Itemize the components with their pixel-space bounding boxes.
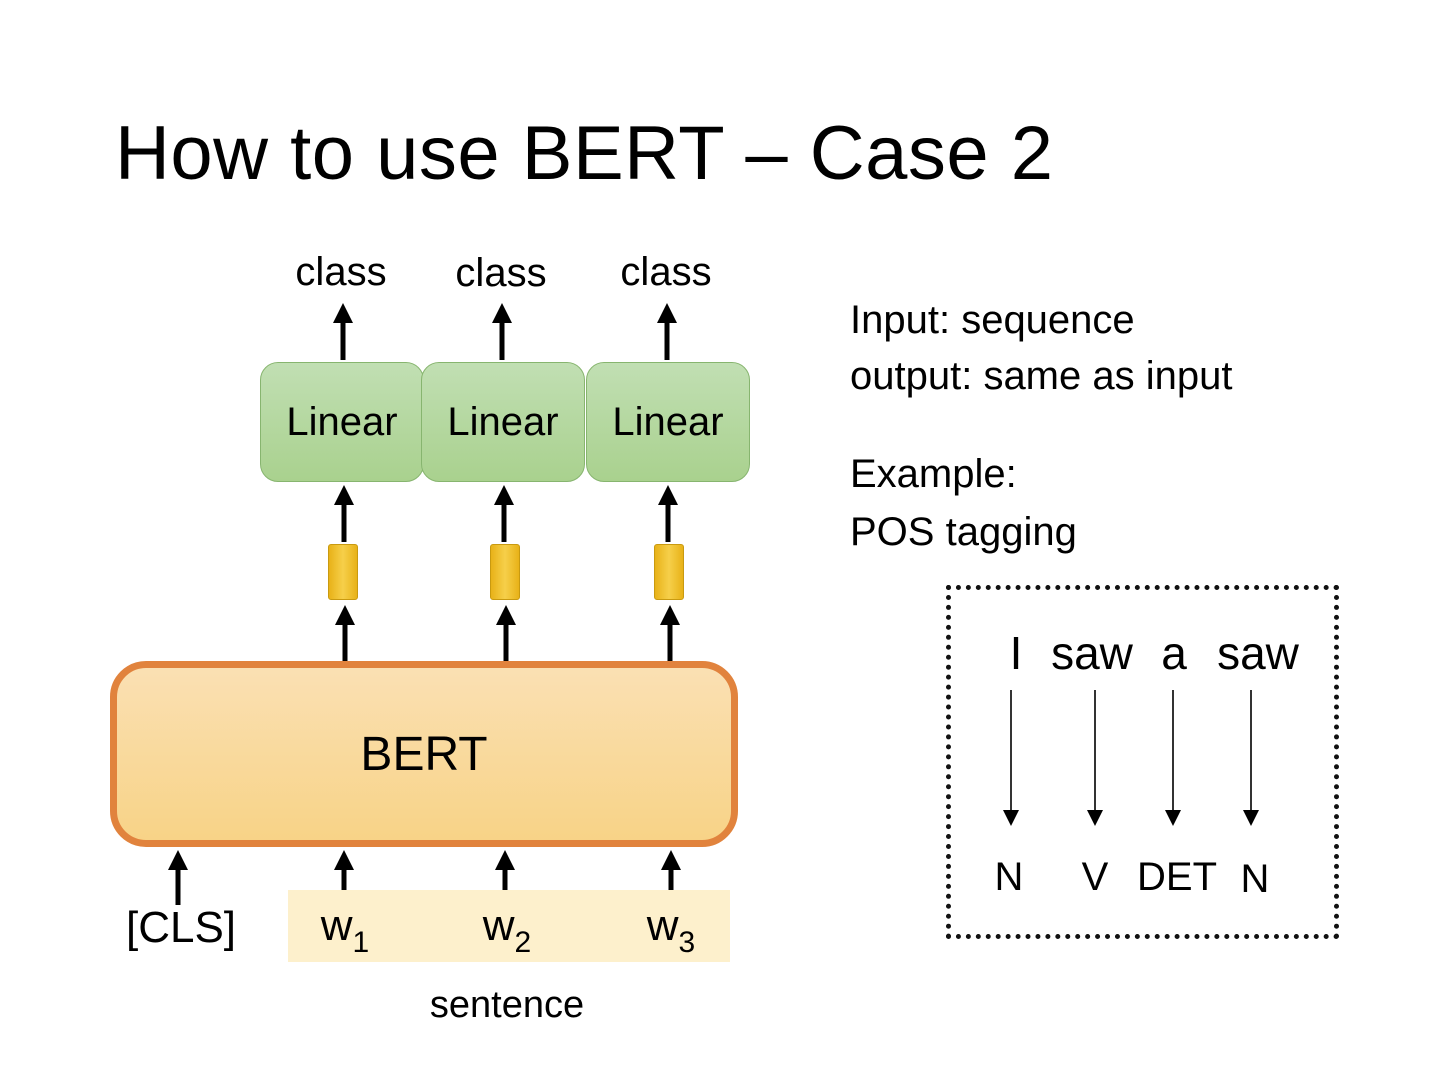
class-label-2: class <box>455 251 547 295</box>
linear-label: Linear <box>612 399 724 444</box>
token-base: w <box>320 901 353 950</box>
pos-tag-4: N <box>1240 857 1270 901</box>
output-description: output: same as input <box>850 354 1233 398</box>
input-description: Input: sequence <box>850 298 1135 342</box>
class-label-3: class <box>620 250 712 294</box>
linear-label: Linear <box>447 399 559 444</box>
linear-layer-3: Linear <box>586 362 750 482</box>
sentence-label: sentence <box>429 984 585 1026</box>
class-label-1: class <box>295 250 387 294</box>
embedding-vector-1 <box>328 544 358 600</box>
pos-tag-1: N <box>994 855 1024 899</box>
pos-word-4: saw <box>1217 627 1299 679</box>
bert-block: BERT <box>110 661 738 847</box>
input-token-1: w1 <box>321 904 369 958</box>
sentence-highlight <box>288 890 730 962</box>
input-token-2: w2 <box>483 904 531 958</box>
linear-label: Linear <box>286 399 398 444</box>
pos-example-box <box>946 585 1339 939</box>
token-subscript: 1 <box>352 926 370 959</box>
pos-word-1: I <box>1009 627 1023 679</box>
example-heading: Example: <box>850 452 1017 496</box>
pos-tag-2: V <box>1081 855 1109 899</box>
embedding-vector-2 <box>490 544 520 600</box>
linear-layer-2: Linear <box>421 362 585 482</box>
token-base: w <box>482 901 515 950</box>
task-name: POS tagging <box>850 510 1077 554</box>
token-base: w <box>646 901 679 950</box>
input-token-3: w3 <box>647 904 695 958</box>
slide-title: How to use BERT – Case 2 <box>115 111 1054 196</box>
pos-word-2: saw <box>1051 627 1133 679</box>
bert-label: BERT <box>360 727 488 781</box>
linear-layer-1: Linear <box>260 362 424 482</box>
token-subscript: 3 <box>678 926 696 959</box>
pos-word-3: a <box>1161 627 1187 679</box>
cls-token: [CLS] <box>125 903 237 952</box>
embedding-vector-3 <box>654 544 684 600</box>
pos-tag-3: DET <box>1137 855 1217 899</box>
token-subscript: 2 <box>514 926 532 959</box>
